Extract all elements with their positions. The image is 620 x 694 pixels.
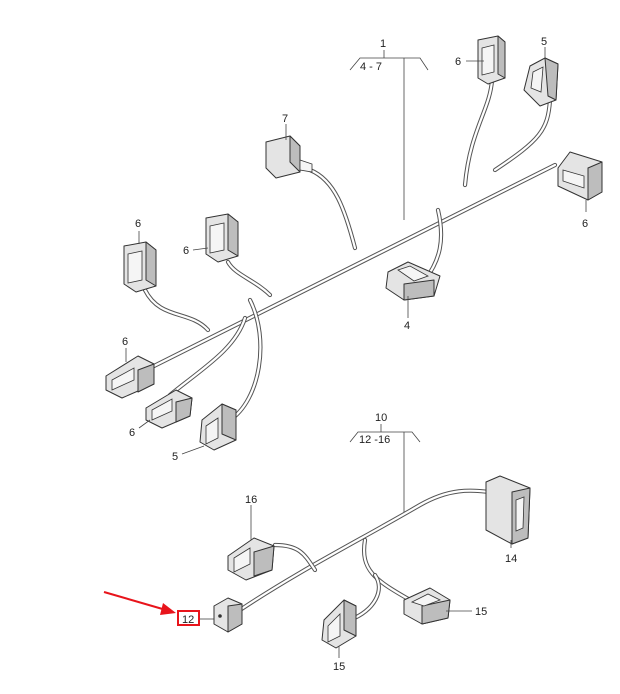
callout-10: 10: [375, 412, 387, 424]
callout-6-left-horizontal: 6: [122, 336, 128, 348]
highlight-arrow-head: [160, 603, 176, 615]
callout-6-right: 6: [582, 218, 588, 230]
connector-5-top: [523, 57, 559, 107]
connector-6-top: [477, 35, 506, 85]
callout-15-right: 15: [475, 606, 487, 618]
callout-6-left-tall: 6: [135, 218, 141, 230]
callout-6-top: 6: [455, 56, 461, 68]
connector-6-left-tall: [123, 241, 157, 293]
connector-14: [485, 475, 531, 545]
connector-15-lower: [321, 599, 357, 649]
connector-6-right: [557, 151, 603, 201]
callout-5-lower: 5: [172, 451, 178, 463]
connector-5-lower: [199, 403, 237, 451]
callout-4: 4: [404, 320, 410, 332]
callout-16: 16: [245, 494, 257, 506]
connector-15-right: [403, 587, 451, 625]
callout-6-lower-left: 6: [129, 427, 135, 439]
connector-7: [265, 135, 313, 179]
callout-labels: 1 4 - 7 6 5 6 7 4 6 6 6 6 5 10 12 -16 14…: [122, 36, 588, 673]
callout-10-range: 12 -16: [359, 434, 390, 446]
callout-12: 12: [182, 614, 194, 626]
callout-1: 1: [380, 38, 386, 50]
connector-12: [213, 597, 243, 633]
callout-6-mid-tall: 6: [183, 245, 189, 257]
callout-7: 7: [282, 113, 288, 125]
connector-4: [385, 261, 441, 301]
connector-6-left-horizontal: [105, 355, 155, 399]
highlight-annotation: [103, 591, 200, 626]
callout-15-lower: 15: [333, 661, 345, 673]
highlight-box: [177, 610, 200, 626]
upper-harness-wires: [142, 77, 558, 423]
highlight-arrow-shaft: [103, 591, 167, 611]
connector-16: [227, 537, 275, 581]
callout-5-top: 5: [541, 36, 547, 48]
connector-6-lower-left: [145, 389, 193, 429]
lower-harness-wires: [237, 488, 493, 623]
callout-14: 14: [505, 553, 517, 565]
connector-6-mid-tall: [205, 213, 239, 263]
callout-1-range: 4 - 7: [360, 61, 382, 73]
leader-lines: [125, 47, 587, 658]
